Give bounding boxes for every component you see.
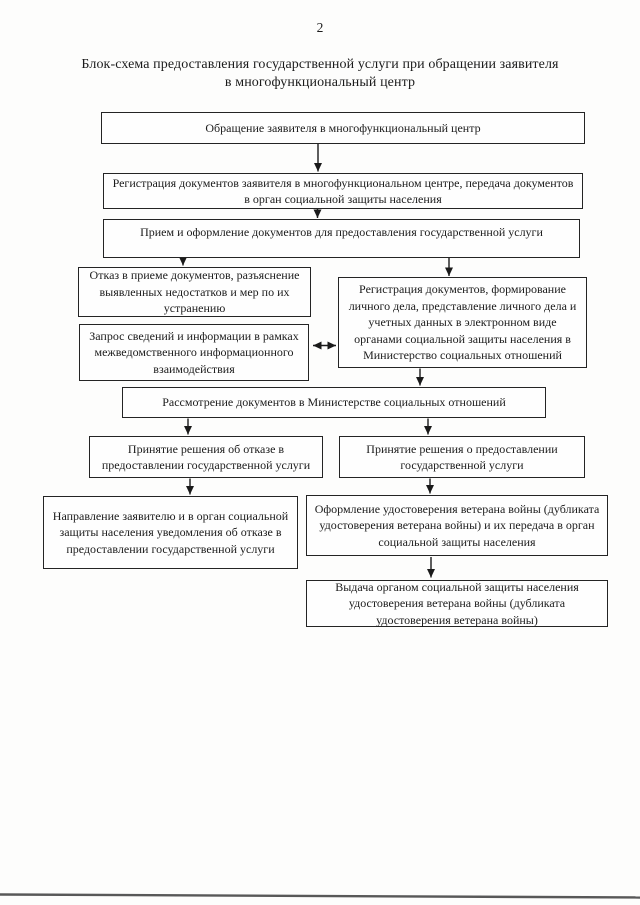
node-info-request: Запрос сведений и информации в рамках ме… xyxy=(79,324,309,381)
node-application: Обращение заявителя в многофункциональны… xyxy=(101,112,585,144)
document-title-line2: в многофункциональный центр xyxy=(224,75,416,90)
node-refusal-docs: Отказ в приеме документов, разъяснение в… xyxy=(78,267,311,317)
document-title-line1: Блок-схема предоставления государственно… xyxy=(81,57,559,72)
node-notify-refusal: Направление заявителю и в орган социальн… xyxy=(43,496,298,569)
node-issue-certificate: Оформление удостоверения ветерана войны … xyxy=(306,495,608,556)
node-review: Рассмотрение документов в Министерстве с… xyxy=(122,387,546,418)
page-number: 2 xyxy=(316,20,324,35)
node-reception: Прием и оформление документов для предос… xyxy=(103,219,580,258)
page-bottom-scan-line xyxy=(0,893,640,899)
node-decision-grant: Принятие решения о предоставлении госуда… xyxy=(339,436,585,478)
node-registration-ministry: Регистрация документов, формирование лич… xyxy=(338,277,587,368)
node-deliver-certificate: Выдача органом социальной защиты населен… xyxy=(306,580,608,627)
node-registration-mfc: Регистрация документов заявителя в много… xyxy=(103,173,583,209)
node-decision-refuse: Принятие решения об отказе в предоставле… xyxy=(89,436,323,478)
document-title: Блок-схема предоставления государственно… xyxy=(40,56,600,92)
